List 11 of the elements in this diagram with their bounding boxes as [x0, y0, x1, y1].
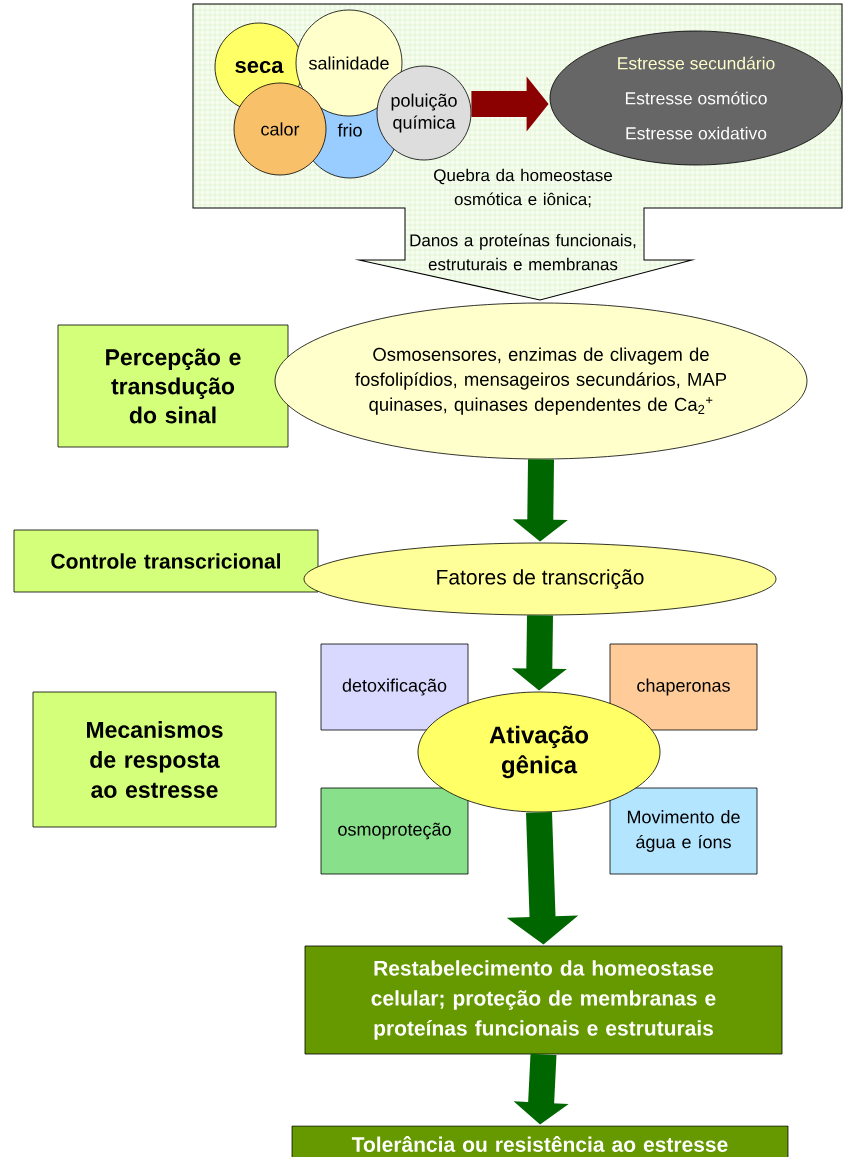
stage-box: Controle transcricional [13, 529, 319, 593]
process-box: detoxificação [320, 643, 469, 731]
process-box: chaperonas [609, 643, 758, 731]
process-box: osmoproteção [320, 787, 469, 875]
result-box: Tolerância ou resistência ao estresse [291, 1125, 789, 1157]
panel-text: Danos a proteínas funcionais, estruturais e membranas [410, 233, 636, 271]
process-box: Movimento de água e íons [609, 787, 758, 875]
stage-box: Mecanismos de resposta ao estresse [32, 691, 277, 828]
result-box: Restabelecimento da homeostase celular; proteção de membranas e proteínas funcionais e estruturais [304, 945, 783, 1055]
stage-box: Percepção e transdução do sinal [57, 324, 289, 448]
panel-text: Quebra da homeostase osmótica e iônica; [434, 168, 612, 208]
